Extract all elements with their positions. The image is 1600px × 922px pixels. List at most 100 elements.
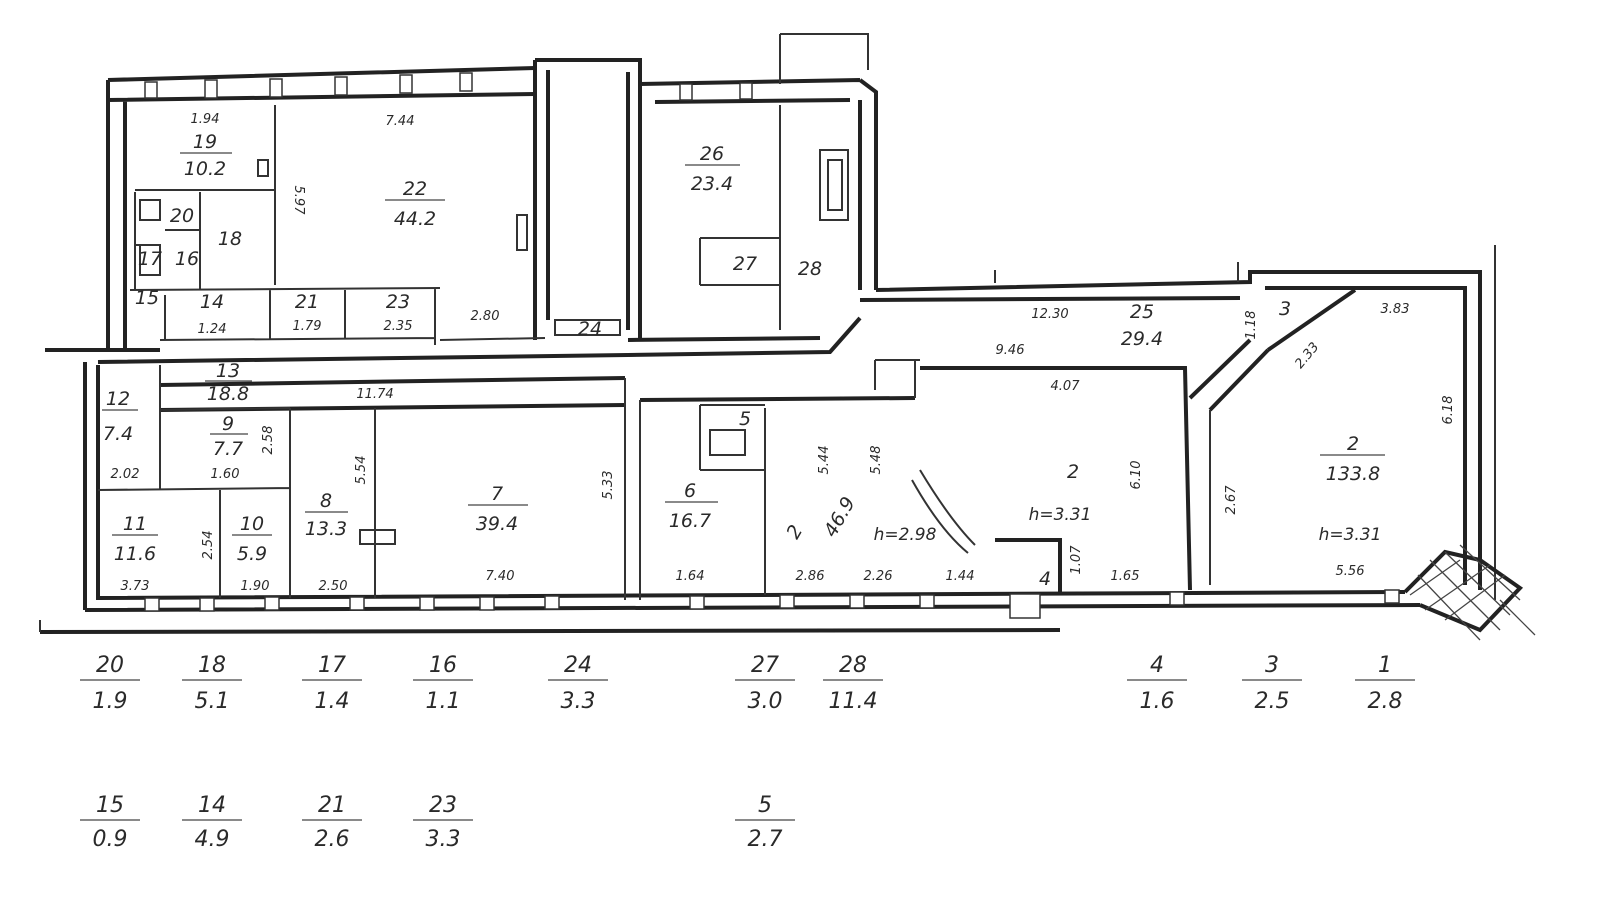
dim-label: 4.07	[1051, 379, 1081, 394]
room-25-area: 29.4	[1121, 328, 1163, 350]
lift-shaft	[554, 319, 621, 336]
window	[144, 81, 158, 99]
svg-text:17: 17	[318, 653, 346, 678]
north-windows	[144, 72, 753, 101]
dim-label: 11.74	[356, 387, 393, 402]
room-2-center-height: h=3.31	[1029, 505, 1092, 525]
room-12-number: 12	[106, 388, 130, 410]
dim-label: 6.10	[1129, 461, 1144, 490]
dim-label: 2.54	[201, 531, 216, 560]
svg-text:27: 27	[751, 653, 779, 678]
svg-text:1.1: 1.1	[426, 689, 461, 714]
svg-text:2.8: 2.8	[1368, 689, 1403, 714]
radiator	[359, 529, 396, 545]
dim-label: 5.44	[817, 446, 832, 475]
svg-text:15: 15	[96, 793, 124, 818]
svg-text:3: 3	[1265, 653, 1279, 678]
room-8-area: 13.3	[305, 518, 347, 540]
south-windows	[144, 589, 1400, 619]
dim-label: 6.18	[1441, 396, 1456, 425]
svg-text:3.3: 3.3	[426, 827, 461, 852]
dim-label: 5.48	[869, 446, 884, 475]
stair-28	[819, 149, 849, 221]
legend-item: 20 1.9	[80, 653, 140, 714]
room-10-area: 5.9	[237, 543, 267, 565]
room-22-area: 44.2	[394, 208, 436, 230]
svg-text:28: 28	[839, 653, 867, 678]
curved-wall	[911, 469, 976, 554]
legend-item: 15 0.9	[80, 793, 140, 852]
svg-text:1: 1	[1378, 653, 1392, 678]
partition-19-22	[135, 105, 276, 285]
room-10-number: 10	[240, 513, 264, 535]
svg-text:5.1: 5.1	[195, 689, 230, 714]
svg-text:5: 5	[758, 793, 772, 818]
svg-text:4.9: 4.9	[195, 827, 230, 852]
window	[199, 597, 215, 612]
dim-label: 5.97	[291, 186, 306, 216]
room-2-hall-height: h=2.98	[874, 525, 937, 545]
room-9-number: 9	[222, 413, 234, 435]
room-23-dim: 2.35	[384, 319, 413, 334]
dimension-labels: 7.44 5.97 2.80 11.74 2.02 1.60 3.73 1.90…	[111, 114, 1456, 594]
outer-wall-north-west	[106, 66, 536, 350]
dim-label: 2.58	[261, 426, 276, 455]
room-21-dim: 1.79	[293, 319, 322, 334]
room-14-dim: 1.24	[198, 322, 227, 337]
window	[334, 76, 348, 96]
room-28-number: 28	[798, 258, 822, 280]
window	[264, 596, 280, 611]
window	[679, 83, 693, 101]
window	[459, 72, 473, 92]
outer-wall-west-lower	[83, 362, 100, 610]
dim-label: 9.46	[996, 343, 1025, 358]
dim-label: 12.30	[1031, 307, 1068, 322]
partition-12-9	[97, 365, 291, 598]
room-2-right-diagonal	[1188, 288, 1357, 412]
room-18-number: 18	[218, 228, 242, 250]
room-26-number: 26	[700, 143, 724, 165]
room-15-number: 15	[135, 287, 159, 309]
room-labels: 1.94 19 10.2 22 44.2 20 18 17 16 15 14 1…	[102, 112, 1385, 590]
svg-text:2.5: 2.5	[1255, 689, 1290, 714]
corner-bay-hatch	[1409, 544, 1536, 641]
legend-item: 3 2.5	[1242, 653, 1302, 714]
window	[419, 596, 435, 611]
dim-label: 2.02	[111, 467, 140, 482]
svg-text:18: 18	[198, 653, 226, 678]
dim-label: 7.40	[486, 569, 515, 584]
dim-label: 1.44	[946, 569, 975, 584]
window	[919, 594, 935, 609]
legend-item: 24 3.3	[548, 653, 608, 714]
svg-text:16: 16	[429, 653, 457, 678]
dim-label: 5.54	[354, 456, 369, 485]
legend-item: 27 3.0	[735, 653, 795, 714]
room-7-area: 39.4	[476, 513, 518, 535]
svg-text:24: 24	[564, 653, 592, 678]
room-2-right-height: h=3.31	[1319, 525, 1382, 545]
svg-text:3.0: 3.0	[748, 689, 783, 714]
svg-text:1.9: 1.9	[93, 689, 128, 714]
svg-text:11.4: 11.4	[829, 689, 878, 714]
svg-text:2.7: 2.7	[748, 827, 783, 852]
window	[269, 78, 283, 98]
room-20-number: 20	[170, 205, 194, 227]
outer-wall-south	[39, 590, 1421, 634]
room-6-area: 16.7	[669, 510, 711, 532]
room-26-area: 23.4	[691, 173, 733, 195]
toilet-fixture	[709, 429, 746, 456]
partition-8-7	[374, 378, 641, 600]
toilet-fixture	[139, 244, 161, 276]
room-11-number: 11	[123, 513, 147, 535]
corridor-13-walls	[45, 348, 629, 412]
outer-wall-east-step	[859, 270, 1482, 590]
room-21-number: 21	[295, 291, 319, 313]
room-22-number: 22	[403, 178, 427, 200]
svg-text:21: 21	[318, 793, 346, 818]
svg-text:20: 20	[96, 653, 124, 678]
partition-26-27	[699, 105, 781, 330]
room-12-area: 7.4	[103, 423, 133, 445]
area-legend: 20 1.9 18 5.1 17 1.4 16 1.1 24 3.3 27 3.…	[80, 653, 1415, 852]
dim-label: 2.33	[1292, 340, 1322, 372]
legend-item: 1 2.8	[1355, 653, 1415, 714]
